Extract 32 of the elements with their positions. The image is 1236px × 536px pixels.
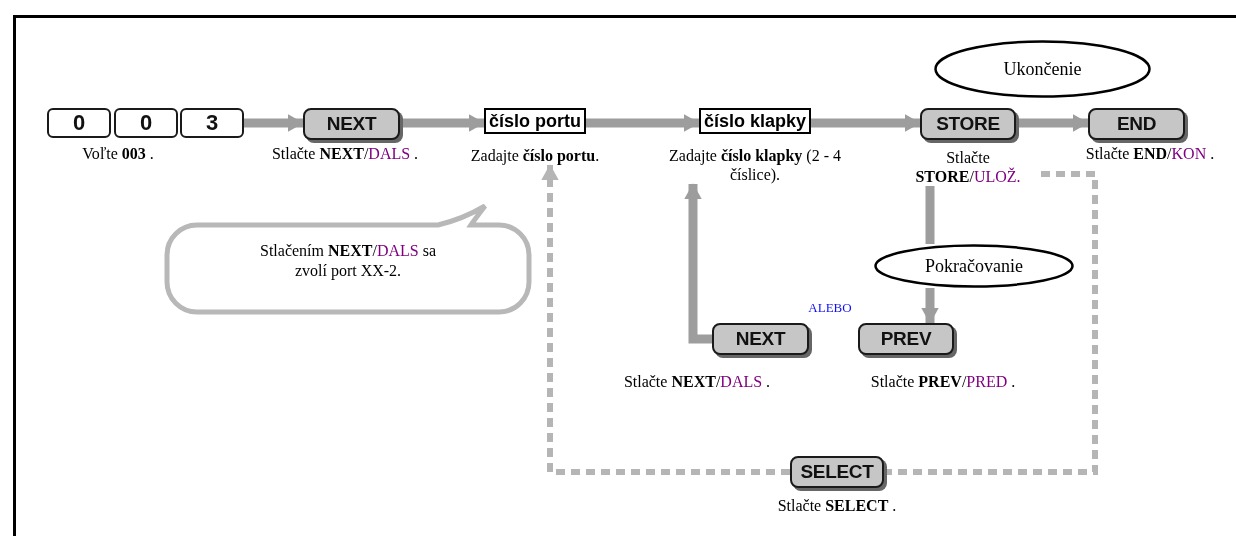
key-button: PREV — [858, 323, 954, 355]
step-instruction: Stlačte NEXT/DALS . — [270, 144, 420, 163]
key-button: END — [1088, 108, 1185, 140]
arrow — [684, 183, 712, 344]
step-instruction: Stlačte END/KON . — [1084, 144, 1216, 163]
key-button: SELECT — [790, 456, 884, 488]
key-button: 0 — [114, 108, 178, 138]
arrow — [244, 114, 304, 132]
key-button: NEXT — [712, 323, 809, 355]
arrow — [921, 288, 939, 324]
arrow — [586, 114, 700, 132]
callout-text: Stlačením NEXT/DALS sa zvolí port XX-2. — [259, 241, 437, 281]
key-button: NEXT — [303, 108, 400, 140]
arrow — [541, 164, 790, 475]
arrow — [811, 114, 921, 132]
step-instruction: Stlačte NEXT/DALS . — [622, 372, 772, 391]
ellipse-label: Pokračovanie — [925, 255, 1023, 276]
text-label: Voľte 003 . — [81, 144, 155, 163]
step-instruction: Stlačte PREV/PRED . — [869, 372, 1017, 391]
arrow — [400, 114, 485, 132]
key-button: STORE — [920, 108, 1016, 140]
text-label: ALEBO — [807, 299, 853, 317]
step-instruction: Zadajte číslo portu. — [469, 146, 601, 165]
step-instruction: Stlačte SELECT . — [776, 496, 898, 515]
ellipse-label: Ukončenie — [1003, 58, 1082, 79]
input-field: číslo portu — [484, 108, 586, 134]
arrow — [1016, 114, 1089, 132]
key-button: 3 — [180, 108, 244, 138]
input-field: číslo klapky — [698, 108, 812, 134]
step-instruction: Stlačte STORE/ULOŽ. — [914, 148, 1022, 186]
key-button: 0 — [47, 108, 111, 138]
step-instruction: Zadajte číslo klapky (2 - 4 číslice). — [669, 146, 841, 184]
